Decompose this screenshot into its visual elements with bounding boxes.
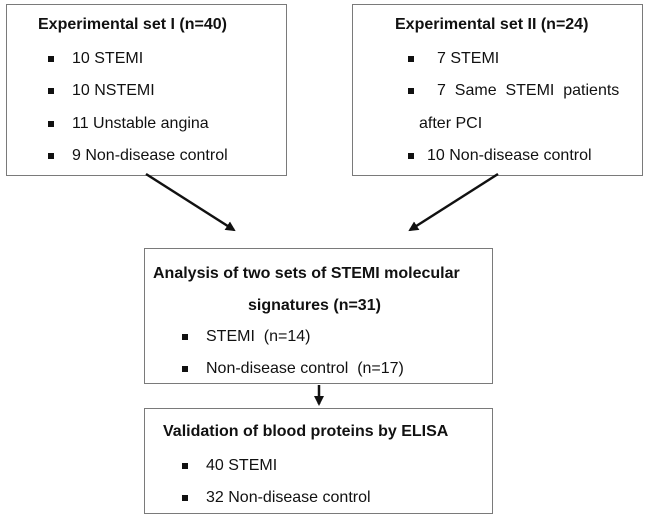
bullet-icon [182,366,188,372]
bullet-icon [408,153,414,159]
experimental-set-2-title: Experimental set II (n=24) [395,16,589,33]
set-2-item-control: 10 Non-disease control [427,147,592,164]
bullet-icon [408,56,414,62]
analysis-box: Analysis of two sets of STEMI molecular … [144,248,493,384]
experimental-set-1-box: Experimental set I (n=40) 10 STEMI 10 NS… [6,4,287,176]
validation-item-stemi: 40 STEMI [206,457,278,474]
validation-title: Validation of blood proteins by ELISA [163,423,449,440]
experimental-set-2-box: Experimental set II (n=24) 7 STEMI 7 Sam… [352,4,643,176]
bullet-icon [182,463,188,469]
set-2-item-stemi: 7 STEMI [437,50,500,67]
set-1-item-nstemi: 10 NSTEMI [72,82,155,99]
validation-box: Validation of blood proteins by ELISA 40… [144,408,493,514]
bullet-icon [48,153,54,159]
bullet-icon [182,334,188,340]
bullet-icon [48,88,54,94]
experimental-set-1-title: Experimental set I (n=40) [38,16,227,33]
analysis-title-line-2: signatures (n=31) [248,297,381,314]
analysis-item-stemi: STEMI (n=14) [206,328,311,345]
set-1-item-stemi: 10 STEMI [72,50,144,67]
analysis-item-control: Non-disease control (n=17) [206,360,404,377]
bullet-icon [48,56,54,62]
bullet-icon [48,121,54,127]
bullet-icon [182,495,188,501]
validation-item-control: 32 Non-disease control [206,489,371,506]
set-2-item-same-patients-cont: after PCI [419,115,483,132]
bullet-icon [408,88,414,94]
set-1-item-unstable-angina: 11 Unstable angina [72,115,209,132]
arrow-set1-to-analysis [145,172,236,232]
set-2-item-same-patients: 7 Same STEMI patients [437,82,620,99]
set-1-item-control: 9 Non-disease control [72,147,228,164]
arrow-set2-to-analysis [408,172,499,232]
analysis-title-line-1: Analysis of two sets of STEMI molecular [153,265,460,282]
